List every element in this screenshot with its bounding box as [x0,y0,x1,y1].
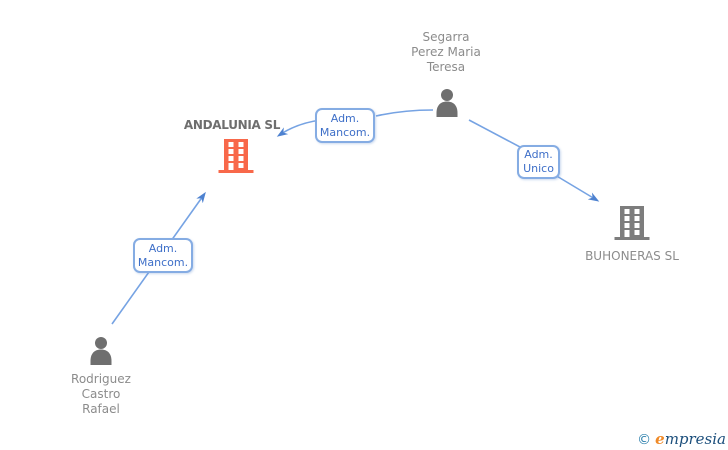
edge-label-adm-mancom-bottom: Adm. Mancom. [133,238,193,273]
person-name-line: Rodriguez [71,372,131,386]
person-name-line: Segarra [422,30,470,44]
person-icon[interactable] [86,336,116,366]
node-label-segarra[interactable]: Segarra Perez Maria Teresa [376,30,516,75]
edge-line-segarra-to-mancom-box [375,109,434,117]
company-building-icon-buhoneras[interactable] [613,206,651,240]
node-label-rodriguez[interactable]: Rodriguez Castro Rafael [31,372,171,417]
copyright-icon: © [637,432,652,448]
empresia-logo[interactable]: © empresia [637,430,726,450]
person-icon[interactable] [432,88,462,118]
node-label-andalunia[interactable]: ANDALUNIA SL [183,118,281,132]
person-name-line: Castro [81,387,121,401]
brand-wordmark: empresia [655,430,726,448]
edge-label-line: Mancom. [319,125,371,139]
node-label-buhoneras[interactable]: BUHONERAS SL [585,249,679,263]
brand-rest: mpresia [664,430,726,448]
edge-label-line: Adm. [524,148,553,161]
edge-label-adm-mancom-top: Adm. Mancom. [315,108,375,143]
person-name-line: Perez Maria [411,45,481,59]
edge-label-line: Adm. [148,241,178,255]
company-building-icon-andalunia[interactable] [217,139,255,173]
brand-letter-e: e [655,430,665,448]
edge-label-line: Adm. [330,111,360,125]
edge-arrow-to-buhoneras [554,174,600,202]
person-name-line: Teresa [426,60,466,74]
person-name-line: Rafael [82,402,120,416]
edge-label-adm-unico: Adm. Unico [517,145,560,179]
edge-label-line: Unico [523,162,554,175]
edge-label-line: Mancom. [137,255,189,269]
